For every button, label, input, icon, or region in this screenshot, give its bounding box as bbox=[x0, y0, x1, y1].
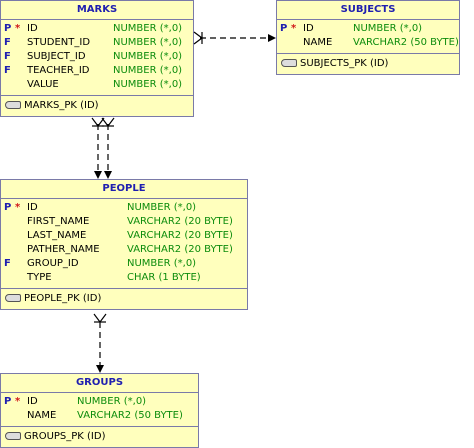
column-name: GROUP_ID bbox=[27, 258, 79, 269]
column-row[interactable]: F STUDENT_ID NUMBER (*,0) bbox=[1, 36, 193, 50]
entity-title: SUBJECTS bbox=[277, 1, 459, 20]
column-type: NUMBER (*,0) bbox=[113, 65, 183, 76]
column-name: TEACHER_ID bbox=[27, 65, 90, 76]
key-icon bbox=[5, 432, 21, 440]
relationship-marks-subjects[interactable] bbox=[193, 31, 276, 45]
column-row[interactable]: FIRST_NAME VARCHAR2 (20 BYTE) bbox=[1, 215, 247, 229]
column-row[interactable]: VALUE NUMBER (*,0) bbox=[1, 78, 193, 92]
column-row[interactable]: NAME VARCHAR2 (50 BYTE) bbox=[1, 409, 198, 423]
column-type: NUMBER (*,0) bbox=[113, 51, 183, 62]
column-row[interactable]: F TEACHER_ID NUMBER (*,0) bbox=[1, 64, 193, 78]
relationship-marks-people-1[interactable] bbox=[91, 117, 105, 179]
mandatory-marker: * bbox=[15, 202, 21, 213]
entity-title: GROUPS bbox=[1, 374, 198, 393]
key-marker: F bbox=[4, 65, 11, 76]
column-row[interactable]: P * ID NUMBER (*,0) bbox=[1, 395, 198, 409]
column-name: LAST_NAME bbox=[27, 230, 87, 241]
key-icon bbox=[5, 294, 21, 302]
primary-key-row[interactable]: MARKS_PK (ID) bbox=[1, 96, 193, 116]
key-marker: F bbox=[4, 258, 11, 269]
key-marker: F bbox=[4, 37, 11, 48]
column-row[interactable]: P * ID NUMBER (*,0) bbox=[1, 22, 193, 36]
column-name: ID bbox=[27, 396, 38, 407]
entity-groups[interactable]: GROUPS P * ID NUMBER (*,0) NAME VARCHAR2… bbox=[0, 373, 199, 448]
column-name: ID bbox=[303, 23, 314, 34]
column-name: TYPE bbox=[27, 272, 52, 283]
primary-key-label: MARKS_PK (ID) bbox=[24, 100, 99, 111]
column-name: FIRST_NAME bbox=[27, 216, 90, 227]
entity-title: MARKS bbox=[1, 1, 193, 20]
mandatory-marker: * bbox=[291, 23, 297, 34]
key-marker: P bbox=[4, 202, 12, 213]
column-row[interactable]: F SUBJECT_ID NUMBER (*,0) bbox=[1, 50, 193, 64]
column-name: NAME bbox=[303, 37, 333, 48]
column-type: NUMBER (*,0) bbox=[113, 37, 183, 48]
key-icon bbox=[281, 59, 297, 67]
column-row[interactable]: P * ID NUMBER (*,0) bbox=[1, 201, 247, 215]
column-type: NUMBER (*,0) bbox=[127, 202, 197, 213]
relationship-people-groups[interactable] bbox=[93, 313, 107, 373]
column-name: NAME bbox=[27, 410, 57, 421]
key-marker: P bbox=[4, 23, 12, 34]
column-list: P * ID NUMBER (*,0) NAME VARCHAR2 (50 BY… bbox=[277, 20, 459, 54]
primary-key-label: SUBJECTS_PK (ID) bbox=[300, 58, 389, 69]
mandatory-marker: * bbox=[15, 23, 21, 34]
column-row[interactable]: NAME VARCHAR2 (50 BYTE) bbox=[277, 36, 459, 50]
column-type: VARCHAR2 (20 BYTE) bbox=[127, 216, 233, 227]
column-type: VARCHAR2 (50 BYTE) bbox=[77, 410, 183, 421]
column-type: VARCHAR2 (20 BYTE) bbox=[127, 230, 233, 241]
column-name: VALUE bbox=[27, 79, 59, 90]
entity-title: PEOPLE bbox=[1, 180, 247, 199]
column-list: P * ID NUMBER (*,0) NAME VARCHAR2 (50 BY… bbox=[1, 393, 198, 427]
primary-key-label: PEOPLE_PK (ID) bbox=[24, 293, 102, 304]
column-type: NUMBER (*,0) bbox=[77, 396, 147, 407]
entity-people[interactable]: PEOPLE P * ID NUMBER (*,0) FIRST_NAME VA… bbox=[0, 179, 248, 310]
column-name: STUDENT_ID bbox=[27, 37, 91, 48]
column-list: P * ID NUMBER (*,0) FIRST_NAME VARCHAR2 … bbox=[1, 199, 247, 289]
key-marker: P bbox=[280, 23, 288, 34]
column-type: CHAR (1 BYTE) bbox=[127, 272, 201, 283]
primary-key-row[interactable]: GROUPS_PK (ID) bbox=[1, 427, 198, 447]
entity-marks[interactable]: MARKS P * ID NUMBER (*,0) F STUDENT_ID N… bbox=[0, 0, 194, 117]
column-name: PATHER_NAME bbox=[27, 244, 100, 255]
column-type: NUMBER (*,0) bbox=[113, 23, 183, 34]
column-type: VARCHAR2 (20 BYTE) bbox=[127, 244, 233, 255]
column-row[interactable]: TYPE CHAR (1 BYTE) bbox=[1, 271, 247, 285]
relationship-marks-people-2[interactable] bbox=[101, 117, 115, 179]
primary-key-label: GROUPS_PK (ID) bbox=[24, 431, 106, 442]
column-row[interactable]: F GROUP_ID NUMBER (*,0) bbox=[1, 257, 247, 271]
column-name: ID bbox=[27, 202, 38, 213]
entity-subjects[interactable]: SUBJECTS P * ID NUMBER (*,0) NAME VARCHA… bbox=[276, 0, 460, 75]
column-type: VARCHAR2 (50 BYTE) bbox=[353, 37, 459, 48]
column-row[interactable]: P * ID NUMBER (*,0) bbox=[277, 22, 459, 36]
column-name: SUBJECT_ID bbox=[27, 51, 86, 62]
key-marker: F bbox=[4, 51, 11, 62]
column-row[interactable]: LAST_NAME VARCHAR2 (20 BYTE) bbox=[1, 229, 247, 243]
column-type: NUMBER (*,0) bbox=[353, 23, 423, 34]
column-name: ID bbox=[27, 23, 38, 34]
mandatory-marker: * bbox=[15, 396, 21, 407]
primary-key-row[interactable]: SUBJECTS_PK (ID) bbox=[277, 54, 459, 74]
column-list: P * ID NUMBER (*,0) F STUDENT_ID NUMBER … bbox=[1, 20, 193, 96]
column-type: NUMBER (*,0) bbox=[113, 79, 183, 90]
key-icon bbox=[5, 101, 21, 109]
key-marker: P bbox=[4, 396, 12, 407]
column-row[interactable]: PATHER_NAME VARCHAR2 (20 BYTE) bbox=[1, 243, 247, 257]
primary-key-row[interactable]: PEOPLE_PK (ID) bbox=[1, 289, 247, 309]
column-type: NUMBER (*,0) bbox=[127, 258, 197, 269]
